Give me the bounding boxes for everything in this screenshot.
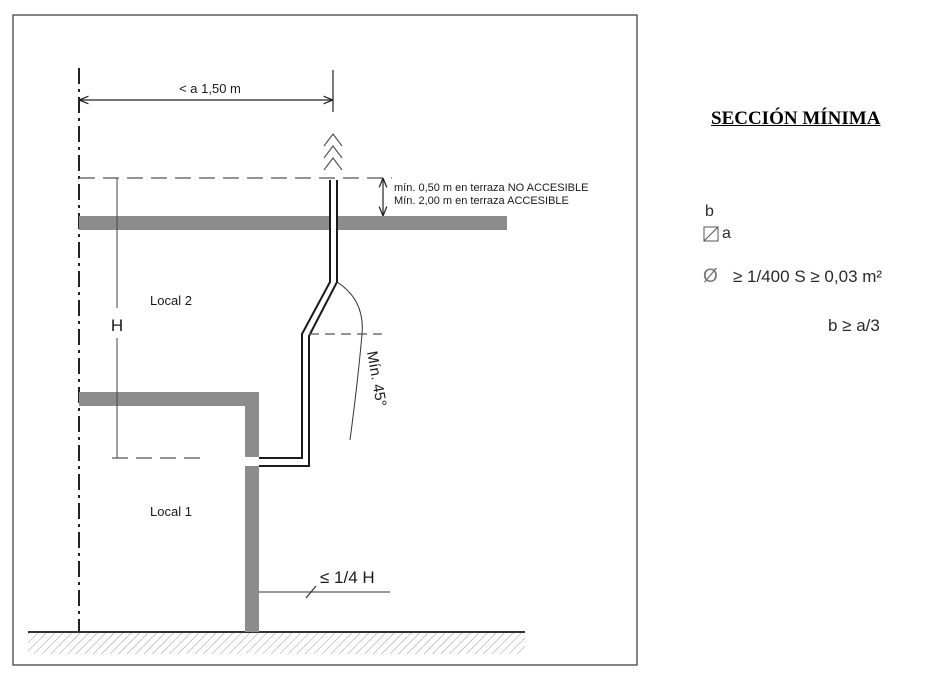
wall-upper: [245, 392, 259, 457]
ratio-rule: b ≥ a/3: [828, 316, 880, 335]
roof-slab: [79, 216, 507, 230]
square-section-diagonal: [703, 226, 719, 242]
note-line-2: Mín. 2,00 m en terraza ACCESIBLE: [394, 195, 569, 207]
duct-fill: [331, 180, 336, 280]
offset-label: ≤ 1/4 H: [320, 568, 375, 587]
intermediate-slab: [79, 392, 259, 406]
room-label-upper: Local 2: [150, 293, 192, 308]
h-label-gap: [108, 308, 126, 338]
side-b-label: b: [705, 203, 714, 220]
area-rule: ≥ 1/400 S ≥ 0,03 m²: [733, 267, 883, 286]
note-line-1: mín. 0,50 m en terraza NO ACCESIBLE: [394, 182, 588, 194]
side-a-label: a: [722, 225, 731, 242]
distance-label: < a 1,50 m: [179, 81, 241, 96]
angle-arc: [336, 281, 363, 441]
room-label-lower: Local 1: [150, 504, 192, 519]
offset-tick: [305, 585, 317, 599]
section-title: SECCIÓN MÍNIMA: [711, 108, 881, 129]
chimney-duct: [259, 180, 338, 467]
diameter-symbol: Ø: [703, 266, 718, 287]
height-symbol: H: [111, 316, 123, 335]
smoke-chevrons: [323, 133, 343, 171]
wall-lower: [245, 466, 259, 632]
ground-hatch: [28, 632, 525, 654]
square-section-icon: [703, 226, 719, 242]
